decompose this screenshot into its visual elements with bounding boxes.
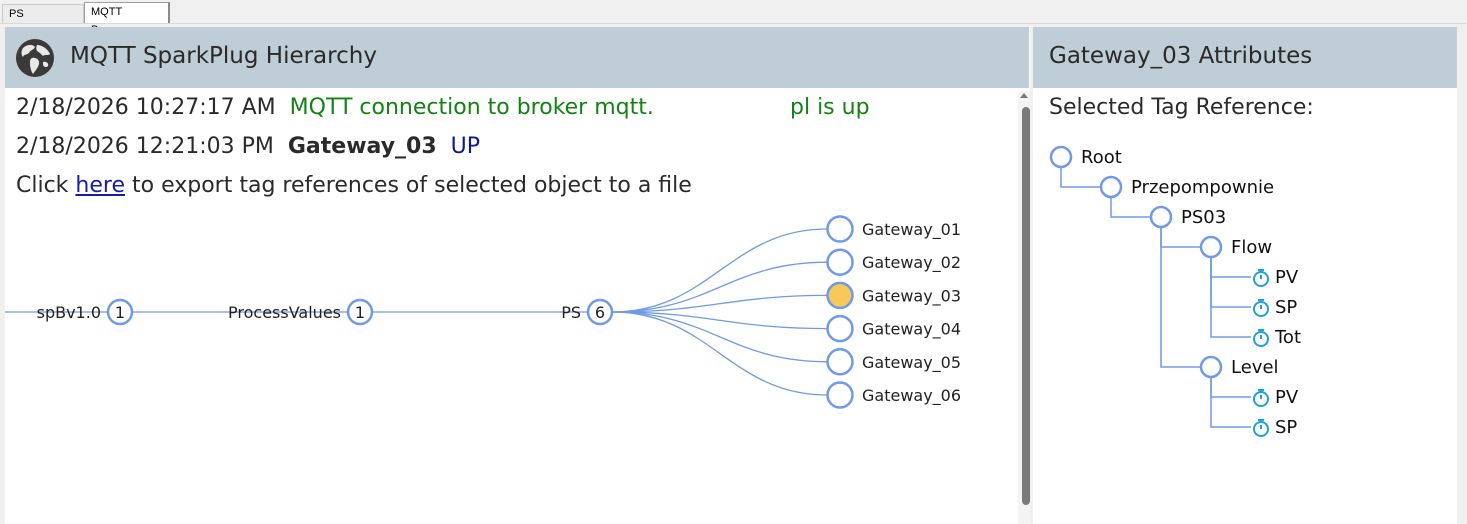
tree-item-label[interactable]: PV	[1275, 387, 1299, 408]
tab-mqtt-browser[interactable]: MQTT Browser	[84, 2, 170, 36]
tree-connector	[1110, 197, 1151, 218]
attributes-header: Gateway_03 Attributes	[1033, 27, 1457, 88]
gateway-label[interactable]: Gateway_04	[862, 320, 961, 340]
gateway-link	[611, 311, 828, 396]
hierarchy-graph: spBv1.0 1 ProcessValues 1 PS 6 Gateway_01Gatew…	[5, 215, 961, 409]
hierarchy-node-label[interactable]: spBv1.0	[37, 303, 101, 322]
gateway-link	[611, 294, 828, 313]
tab-ps-parameters[interactable]: PS Parameters	[2, 4, 84, 38]
gateway-link	[611, 261, 828, 313]
export-line: Click here to export tag references of s…	[16, 173, 692, 198]
attributes-panel: Gateway_03 Attributes Selected Tag Refer…	[1033, 27, 1457, 524]
tree-connector	[1060, 167, 1101, 188]
hierarchy-panel: MQTT SparkPlug Hierarchy 2/18/2026 10:27…	[5, 27, 1030, 524]
gateway-node[interactable]	[826, 248, 854, 276]
gateway-node[interactable]	[826, 348, 854, 376]
hierarchy-title: MQTT SparkPlug Hierarchy	[70, 43, 377, 69]
scroll-up-arrow-icon[interactable]	[1020, 93, 1028, 98]
export-prefix: Click	[16, 173, 69, 198]
hierarchy-node-count: 6	[595, 303, 605, 322]
stopwatch-icon	[1253, 329, 1269, 347]
gateway-node[interactable]	[826, 215, 854, 243]
tree-connector	[1160, 227, 1201, 368]
tree-node-icon[interactable]	[1199, 355, 1223, 379]
hierarchy-node[interactable]	[346, 298, 374, 326]
status-line-connection: 2/18/2026 10:27:17 AM MQTT connection to…	[16, 95, 654, 120]
gateway-label[interactable]: Gateway_05	[862, 353, 961, 373]
stopwatch-icon	[1253, 299, 1269, 317]
globe-icon	[16, 39, 54, 77]
tree-connector	[1160, 227, 1201, 248]
stopwatch-icon	[1253, 269, 1269, 287]
attributes-title: Gateway_03 Attributes	[1049, 43, 1313, 69]
gateway-label[interactable]: Gateway_03	[862, 286, 961, 306]
tree-item-label[interactable]: Tot	[1274, 327, 1301, 348]
hierarchy-node-label[interactable]: ProcessValues	[228, 303, 341, 322]
scrollbar-thumb[interactable]	[1022, 107, 1030, 505]
gateway-node[interactable]	[826, 314, 854, 343]
status-state: UP	[450, 134, 481, 159]
vertical-scrollbar[interactable]	[1018, 91, 1030, 524]
stopwatch-icon	[1253, 419, 1269, 437]
tab-divider	[0, 23, 1467, 24]
gateway-node[interactable]	[826, 381, 854, 409]
status-timestamp: 2/18/2026 12:21:03 PM	[16, 134, 274, 159]
tree-connector	[1210, 377, 1251, 398]
export-suffix: to export tag references of selected obj…	[132, 173, 692, 198]
gateway-link	[611, 311, 828, 363]
tree-item-label[interactable]: Przepompownie	[1131, 177, 1274, 198]
tree-connector	[1210, 257, 1251, 338]
hierarchy-node-label[interactable]: PS	[561, 303, 581, 322]
hierarchy-node-count: 1	[115, 303, 125, 322]
tree-item-label[interactable]: Root	[1081, 147, 1122, 168]
gateway-link	[611, 311, 828, 330]
gateway-link	[611, 228, 828, 313]
tree-connector	[1210, 257, 1251, 308]
hierarchy-node-count: 1	[355, 303, 365, 322]
status-line-gateway: 2/18/2026 12:21:03 PM Gateway_03 UP	[16, 134, 480, 159]
hierarchy-node[interactable]	[586, 298, 614, 326]
tree-item-label[interactable]: PV	[1275, 267, 1299, 288]
tree-node-icon[interactable]	[1099, 175, 1123, 199]
selected-tag-reference-label: Selected Tag Reference:	[1049, 95, 1314, 120]
tree-item-label[interactable]: PS03	[1181, 207, 1226, 228]
tree-node-icon[interactable]	[1199, 235, 1223, 259]
gateway-label[interactable]: Gateway_02	[862, 253, 961, 273]
tree-node-icon[interactable]	[1149, 205, 1173, 229]
tree-item-label[interactable]: Level	[1231, 357, 1279, 378]
gateway-node-selected[interactable]	[826, 281, 854, 310]
export-link[interactable]: here	[75, 173, 125, 198]
tree-connector	[1210, 377, 1251, 428]
tree-node-icon[interactable]	[1049, 145, 1073, 169]
hierarchy-header: MQTT SparkPlug Hierarchy	[5, 27, 1029, 88]
gateway-label[interactable]: Gateway_06	[862, 386, 961, 406]
tag-reference-tree: RootPrzepompowniePS03FlowPVSPTotLevelPVS…	[1049, 145, 1301, 438]
stopwatch-icon	[1253, 389, 1269, 407]
tab-strip: PS Parameters MQTT Browser	[0, 0, 1467, 38]
hierarchy-node[interactable]	[106, 298, 134, 326]
status-message-continued: pl is up	[790, 95, 870, 120]
tree-item-label[interactable]: SP	[1275, 417, 1297, 438]
gateway-label[interactable]: Gateway_01	[862, 220, 961, 240]
status-timestamp: 2/18/2026 10:27:17 AM	[16, 95, 276, 120]
tree-item-label[interactable]: SP	[1275, 297, 1297, 318]
status-message: MQTT connection to broker mqtt.	[289, 95, 654, 120]
window-edge	[1457, 27, 1467, 524]
status-gateway: Gateway_03	[287, 134, 437, 159]
tree-item-label[interactable]: Flow	[1231, 237, 1272, 258]
tree-connector	[1210, 257, 1251, 278]
